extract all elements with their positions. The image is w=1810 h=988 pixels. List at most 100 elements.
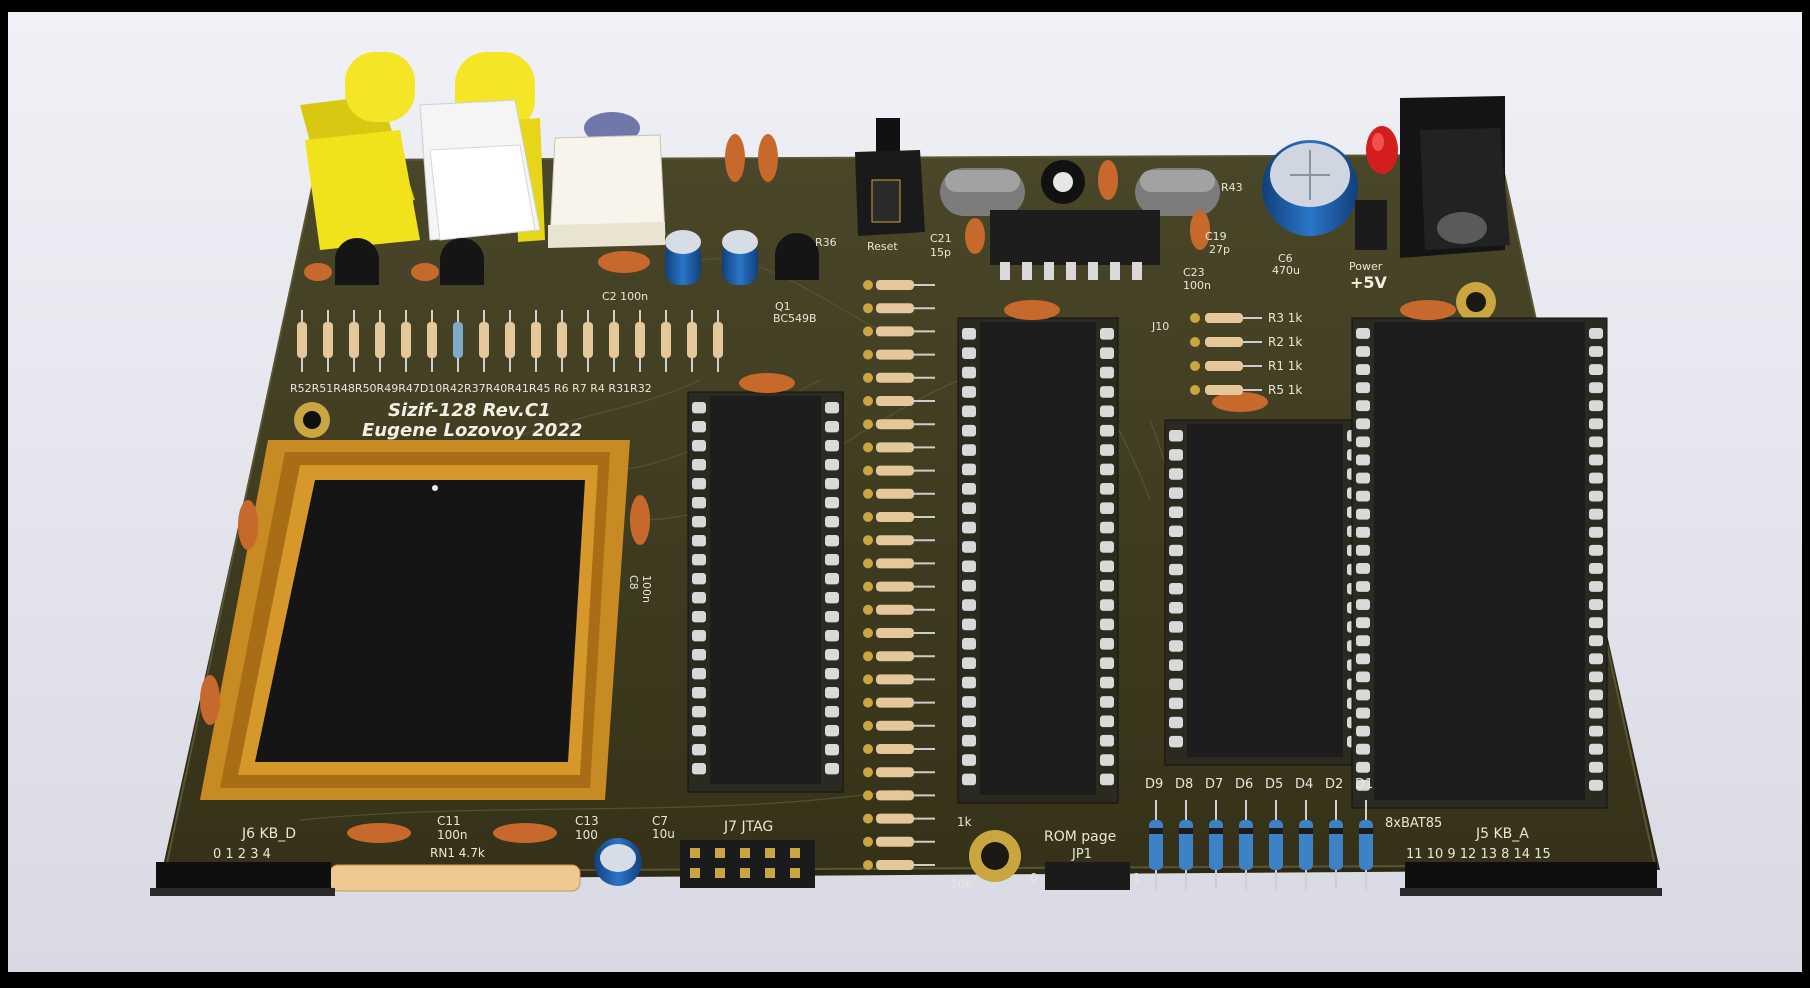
resistor — [479, 310, 489, 372]
c11-label: C11 — [437, 814, 461, 828]
diode-d1 — [1359, 800, 1373, 890]
resistor — [863, 790, 935, 801]
plcc-socket — [200, 440, 630, 800]
rom-page-label: ROM page — [1044, 829, 1116, 845]
q1-part: BC549B — [773, 312, 817, 325]
c6-value: 470u — [1272, 264, 1300, 277]
transistors — [335, 233, 819, 285]
ceramic-cap — [630, 495, 650, 545]
resistor — [713, 310, 723, 372]
c7-label: C7 — [652, 814, 668, 828]
resistor — [863, 860, 935, 870]
dip52-chip-4 — [1351, 317, 1608, 809]
voltage-label: +5V — [1350, 273, 1388, 292]
ceramic-cap — [725, 134, 745, 182]
resistor — [863, 419, 935, 430]
resistor — [375, 310, 385, 372]
diode-label: D8 — [1175, 777, 1193, 792]
resistor-label: R1 1k — [1268, 359, 1302, 373]
resistor — [863, 535, 935, 546]
resistor — [863, 744, 935, 754]
cap-c7 — [594, 838, 642, 886]
resistor — [863, 372, 935, 383]
cap-c6 — [1262, 140, 1358, 236]
c13-label: C13 — [575, 814, 599, 828]
resistor — [863, 349, 935, 360]
ceramic-cap — [1212, 392, 1268, 412]
rn1-label: RN1 4.7k — [430, 846, 485, 860]
cap-c35 — [665, 230, 701, 285]
resistor-row-top — [297, 310, 723, 372]
ceramic-cap — [1190, 210, 1210, 250]
resistor — [863, 767, 935, 778]
resistor — [863, 396, 935, 406]
r36-label: R36 — [815, 236, 837, 249]
c8-value: 100n — [640, 575, 653, 603]
resistor — [863, 581, 935, 592]
ceramic-cap — [347, 823, 411, 843]
dip48-chip-2 — [957, 317, 1119, 804]
resistor — [863, 813, 935, 824]
resistor — [863, 651, 935, 662]
reset-button[interactable] — [855, 118, 925, 236]
diode-label: D4 — [1295, 777, 1313, 792]
resistor — [1190, 385, 1262, 395]
diode-label: D9 — [1145, 777, 1163, 792]
connector-j6-kb-d — [150, 862, 335, 896]
diode-d9 — [1149, 800, 1163, 890]
c11-value: 100n — [437, 828, 468, 842]
kb-a-label: J5 KB_A — [1475, 826, 1529, 842]
diode-label: D6 — [1235, 777, 1253, 792]
c21-label: C21 — [930, 232, 952, 245]
diode-d7 — [1209, 800, 1223, 890]
resistor — [863, 697, 935, 708]
resistor — [863, 604, 935, 615]
diode-row — [1149, 800, 1373, 890]
resistor — [1190, 337, 1262, 347]
diode-label: D1 — [1355, 777, 1373, 792]
ceramic-cap — [1098, 160, 1118, 200]
resistor — [427, 310, 437, 372]
c19-label: C19 — [1205, 230, 1227, 243]
resistor-label: R3 1k — [1268, 311, 1302, 325]
resistor-label: R2 1k — [1268, 335, 1302, 349]
crystal-2 — [1135, 168, 1220, 216]
c23-label: C23 — [1183, 266, 1205, 279]
connector-j5-kb-a — [1400, 862, 1662, 896]
resistor — [1190, 361, 1262, 371]
resistor — [1190, 313, 1262, 323]
ceramic-cap — [1400, 300, 1456, 320]
ceramic-cap — [1004, 300, 1060, 320]
right-resistors — [1190, 313, 1262, 395]
jtag-header — [680, 840, 815, 888]
power-header — [1355, 200, 1387, 250]
board-author: Eugene Lozovoy 2022 — [362, 420, 582, 441]
resistor — [453, 310, 463, 372]
resistor — [401, 310, 411, 372]
ceramic-cap — [758, 134, 778, 182]
diode-array-label: 8xBAT85 — [1385, 816, 1442, 831]
resistor — [863, 720, 935, 731]
ceramic-cap — [493, 823, 557, 843]
resistor — [863, 442, 935, 453]
rom-page-jumper[interactable] — [1045, 862, 1130, 890]
r43-label: R43 — [1221, 181, 1243, 194]
ceramic-capacitors — [200, 134, 1456, 843]
resistor-ladder — [863, 280, 935, 870]
ladder-1k-label: 1k — [957, 815, 972, 829]
j10-label: J10 — [1151, 320, 1169, 333]
resistor — [863, 628, 935, 638]
diode-d5 — [1269, 800, 1283, 890]
ceramic-cap — [304, 263, 332, 281]
jtag-label: J7 JTAG — [723, 819, 773, 835]
board-title: Sizif-128 Rev.C1 — [388, 400, 551, 421]
c2-label: C2 100n — [602, 290, 648, 303]
rca-jack-yellow-1 — [300, 52, 420, 250]
resistor — [557, 310, 567, 372]
ceramic-cap — [739, 373, 795, 393]
c8-label: C8 — [627, 575, 640, 590]
resistor — [531, 310, 541, 372]
resistor-label: R5 1k — [1268, 383, 1302, 397]
resistor — [661, 310, 671, 372]
